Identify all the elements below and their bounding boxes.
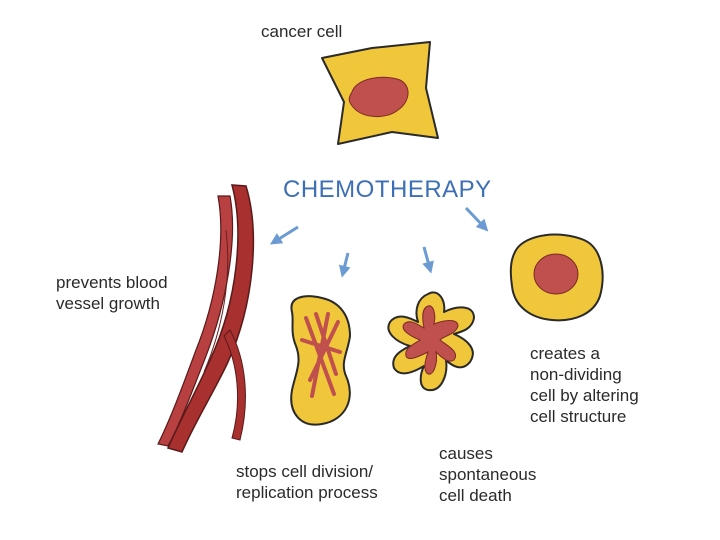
arrow-to-non-dividing [464, 206, 489, 232]
effect-line: spontaneous [439, 465, 537, 484]
blood-vessel-illustration [157, 184, 255, 453]
cancer-cell-illustration [321, 41, 439, 145]
effect-line: vessel growth [56, 294, 160, 313]
arrow-to-cell-death [422, 246, 434, 274]
effect-line: stops cell division/ [236, 462, 374, 481]
effect-line: creates a [530, 344, 600, 363]
arrow-to-vessel [269, 225, 299, 245]
effect-label-division: stops cell division/ replication process [236, 461, 378, 503]
effect-line: prevents blood [56, 273, 168, 292]
effect-line: replication process [236, 483, 378, 502]
effect-line: causes [439, 444, 493, 463]
cancer-cell-label: cancer cell [261, 22, 343, 41]
effect-line: cell by altering [530, 386, 639, 405]
non-dividing-cell-illustration [509, 233, 604, 322]
dividing-cell-illustration [290, 295, 352, 426]
effect-line: cell death [439, 486, 512, 505]
dying-cell-illustration [387, 291, 475, 392]
arrow-to-division [338, 252, 351, 278]
effect-line: cell structure [530, 407, 627, 426]
effect-label-vessel: prevents blood vessel growth [56, 272, 168, 314]
chemotherapy-title: CHEMOTHERAPY [283, 176, 492, 203]
effect-line: non-dividing [530, 365, 622, 384]
effect-label-non-dividing: creates a non-dividing cell by altering … [530, 343, 639, 427]
effect-label-cell-death: causes spontaneous cell death [439, 443, 536, 506]
